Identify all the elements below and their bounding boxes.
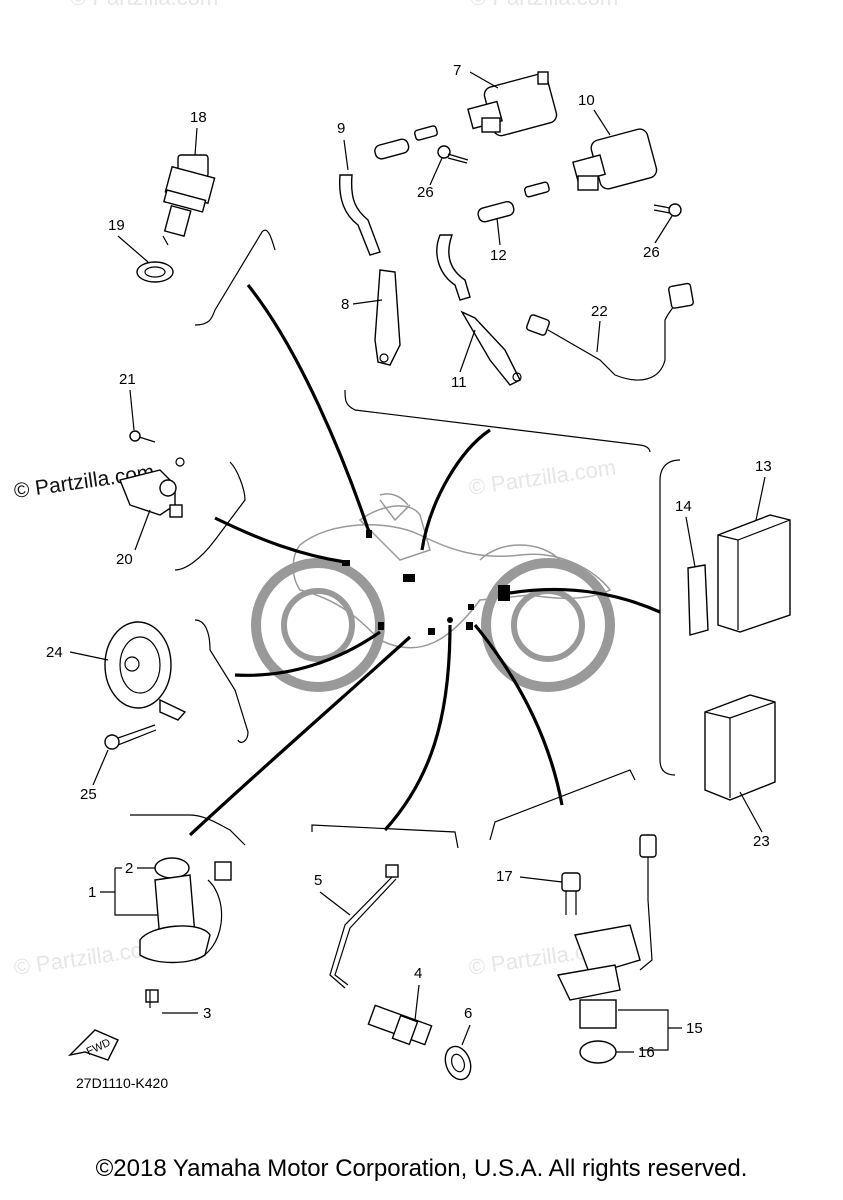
callout-3: 3: [203, 1005, 211, 1022]
gasket-6[interactable]: [441, 1043, 475, 1083]
watermark: © Partzilla.com: [470, 0, 618, 10]
callout-11: 11: [451, 374, 467, 391]
watermark: © Partzilla.com: [467, 455, 617, 500]
watermark: © Partzilla.com: [70, 0, 218, 10]
callout-14: 14: [675, 498, 692, 515]
gasket[interactable]: [136, 261, 174, 283]
ignition-coil-2[interactable]: [572, 127, 658, 191]
callout-18: 18: [190, 109, 207, 126]
callout-24: 24: [46, 644, 63, 661]
wire-lead-5[interactable]: [329, 864, 399, 989]
callout-26-a: 26: [417, 184, 434, 201]
horn[interactable]: [104, 621, 187, 721]
callout-7: 7: [453, 62, 461, 79]
callout-23: 23: [753, 833, 770, 850]
gasket-inner: [144, 266, 166, 278]
screw-21[interactable]: [129, 430, 156, 443]
o-ring-16[interactable]: [579, 1040, 617, 1064]
callout-21: 21: [119, 371, 136, 388]
bolt-26-a[interactable]: [437, 145, 469, 164]
gasket-6-inner: [450, 1053, 466, 1073]
o-ring-2[interactable]: [154, 857, 190, 879]
callout-26-b: 26: [643, 244, 660, 261]
callout-6: 6: [464, 1005, 472, 1022]
callout-20: 20: [116, 551, 133, 568]
callout-16: 16: [638, 1044, 655, 1061]
callout-4: 4: [414, 965, 422, 982]
drawing-code: 27D1110-K420: [76, 1075, 168, 1091]
copyright-notice: ©2018 Yamaha Motor Corporation, U.S.A. A…: [95, 1155, 748, 1182]
callout-25: 25: [80, 786, 97, 803]
ecu-pad[interactable]: [687, 564, 709, 636]
callout-5: 5: [314, 872, 322, 889]
callout-22: 22: [591, 303, 608, 320]
speed-sensor[interactable]: [119, 457, 185, 518]
callout-15: 15: [686, 1020, 703, 1037]
callout-2: 2: [125, 860, 133, 877]
spark-plug-lead-2[interactable]: [436, 181, 550, 386]
callout-19: 19: [108, 217, 125, 234]
screw-17[interactable]: [561, 872, 581, 915]
ecu-unit[interactable]: [717, 514, 791, 633]
ignition-coil-1[interactable]: [467, 71, 558, 137]
callout-10: 10: [578, 92, 595, 109]
bolt-25[interactable]: [104, 724, 157, 750]
oxygen-sensor[interactable]: [367, 1004, 433, 1046]
callout-17: 17: [496, 868, 513, 885]
temperature-sensor[interactable]: [162, 154, 216, 246]
sensor-assembly-1[interactable]: [139, 861, 232, 964]
relay[interactable]: [704, 694, 776, 801]
bolt-26-b[interactable]: [653, 203, 682, 217]
sensor-lead[interactable]: [526, 282, 694, 381]
crank-position-sensor[interactable]: [556, 834, 657, 1029]
callout-1: 1: [88, 884, 96, 901]
spark-plug-lead-1[interactable]: [338, 125, 438, 366]
callouts: 7 10 9 18 19 26 26 12 8 22 11 21 13 14 2…: [46, 62, 772, 1061]
callout-9: 9: [337, 120, 345, 137]
group-brackets: [130, 229, 681, 849]
forward-arrow-icon: FWD: [67, 1029, 119, 1061]
bolt-3[interactable]: [145, 989, 159, 1008]
callout-8: 8: [341, 296, 349, 313]
callout-12: 12: [490, 247, 507, 264]
callout-13: 13: [755, 458, 772, 475]
